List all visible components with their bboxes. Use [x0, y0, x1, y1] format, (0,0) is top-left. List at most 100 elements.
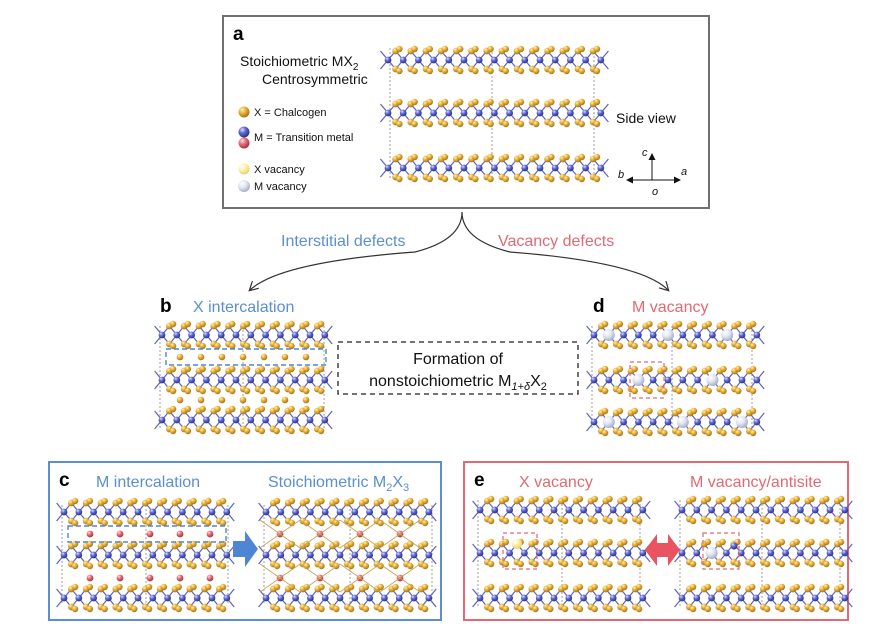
- metal-atom: [649, 331, 657, 339]
- metal-atom: [291, 331, 299, 339]
- axis-a-label: a: [681, 166, 687, 178]
- chalcogen-atom: [426, 98, 433, 106]
- chalcogen-atom: [487, 495, 495, 503]
- bond: [359, 563, 381, 579]
- chalcogen-atom: [601, 387, 609, 395]
- chalcogen-atom: [214, 387, 221, 395]
- chalcogen-atom: [184, 405, 192, 413]
- chalcogen-atom: [502, 605, 510, 613]
- chalcogen-atom: [421, 605, 429, 613]
- chalcogen-atom: [288, 320, 295, 328]
- chalcogen-atom: [606, 538, 613, 546]
- metal-atom: [475, 164, 483, 172]
- chalcogen-atom: [169, 427, 177, 435]
- intercalated-chalcogen-atom: [302, 353, 310, 361]
- chalcogen-atom: [517, 153, 525, 161]
- chalcogen-atom: [392, 519, 399, 527]
- chalcogen-atom: [160, 583, 168, 591]
- chalcogen-atom: [317, 387, 325, 395]
- chalcogen-atom: [131, 605, 138, 613]
- metal-atom: [460, 56, 468, 64]
- metal-atom: [193, 594, 201, 602]
- metal-atom: [723, 376, 731, 384]
- chalcogen-atom: [517, 175, 525, 183]
- chalcogen-atom: [576, 538, 584, 546]
- metal-atom: [425, 551, 433, 559]
- chalcogen-atom: [532, 495, 539, 503]
- metal-atom: [738, 331, 746, 339]
- chalcogen-atom: [502, 98, 509, 106]
- metal-atom: [415, 109, 422, 117]
- chalcogen-atom: [631, 429, 638, 437]
- bond: [259, 533, 281, 549]
- intercalated-chalcogen-atom: [176, 353, 184, 361]
- intercalation-highlight-box: [165, 348, 327, 366]
- metal-atom: [223, 551, 231, 559]
- chalcogen-atom: [704, 517, 712, 525]
- chalcogen-atom: [362, 562, 370, 570]
- chalcogen-atom: [548, 120, 555, 128]
- chalcogen-atom: [377, 540, 384, 548]
- chalcogen-atom: [333, 540, 340, 548]
- chalcogen-atom: [411, 153, 418, 161]
- vacancy-highlight-box: [629, 361, 665, 399]
- metal-atom: [410, 594, 418, 602]
- chalcogen-atom: [517, 605, 524, 613]
- chalcogen-atom: [184, 427, 192, 435]
- metal-atom: [149, 551, 157, 559]
- metal-atom: [620, 418, 627, 426]
- chalcogen-atom: [749, 538, 756, 546]
- chalcogen-atom: [591, 495, 598, 503]
- chalcogen-atom: [426, 45, 433, 53]
- metal-atom: [491, 109, 498, 117]
- metal-atom: [649, 418, 657, 426]
- chalcogen-atom: [616, 342, 624, 350]
- metal-atom: [105, 508, 112, 516]
- legend-chalcogen-label: X = Chalcogen: [254, 107, 326, 119]
- metal-atom: [595, 549, 602, 557]
- chalcogen-atom: [472, 67, 479, 75]
- chalcogen-atom: [175, 583, 182, 591]
- metal-atom: [476, 549, 484, 557]
- chalcogen-atom: [793, 560, 800, 568]
- chalcogen-atom: [303, 519, 310, 527]
- bond: [319, 519, 341, 535]
- chalcogen-atom: [441, 45, 449, 53]
- chalcogen-atom: [675, 342, 683, 350]
- metal-atom: [336, 594, 344, 602]
- metal-atom: [306, 376, 314, 384]
- metal-atom: [134, 594, 142, 602]
- chalcogen-atom: [214, 427, 221, 435]
- x-vacancy-highlight-box: [502, 532, 538, 570]
- chalcogen-atom: [258, 387, 266, 395]
- chalcogen-atom: [763, 583, 771, 591]
- chalcogen-atom: [823, 560, 830, 568]
- metal-atom: [580, 549, 587, 557]
- chalcogen-atom: [591, 538, 598, 546]
- chalcogen-atom: [116, 519, 123, 527]
- chalcogen-atom: [763, 495, 771, 503]
- chalcogen-atom: [303, 365, 310, 373]
- chalcogen-atom: [621, 538, 628, 546]
- chalcogen-atom: [86, 583, 94, 591]
- metal-atom: [291, 376, 299, 384]
- chalcogen-atom: [190, 497, 197, 505]
- metal-atom: [277, 331, 284, 339]
- metal-atom: [292, 594, 299, 602]
- intercalated-chalcogen-atom: [239, 396, 247, 404]
- chalcogen-atom: [749, 387, 757, 395]
- chalcogen-atom: [734, 560, 741, 568]
- metal-atom: [723, 594, 730, 602]
- chalcogen-atom: [205, 519, 212, 527]
- chalcogen-atom: [749, 365, 757, 373]
- metal-atom: [582, 164, 589, 172]
- chalcogen-atom: [362, 583, 370, 591]
- chalcogen-atom: [517, 495, 524, 503]
- chalcogen-atom: [578, 45, 585, 53]
- metal-atom: [797, 549, 804, 557]
- chalcogen-atom: [749, 320, 757, 328]
- chalcogen-atom: [532, 517, 539, 525]
- metal-atom: [841, 594, 849, 602]
- chalcogen-atom: [578, 175, 585, 183]
- metal-atom: [336, 508, 344, 516]
